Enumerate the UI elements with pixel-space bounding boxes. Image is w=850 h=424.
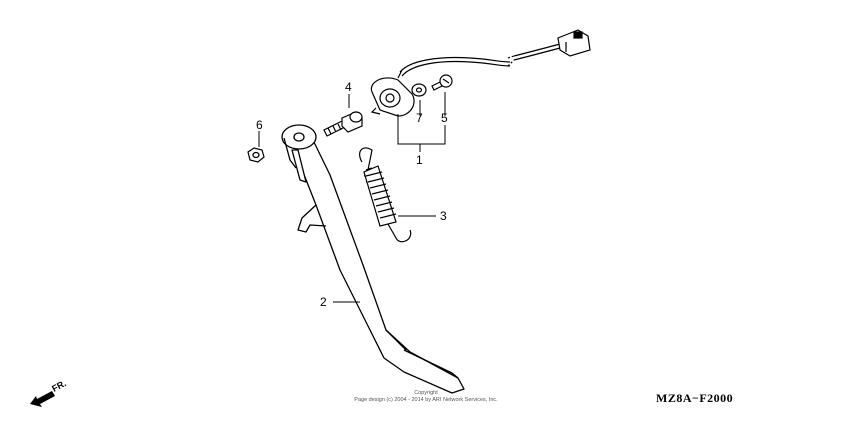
callout-2: 2 — [320, 295, 327, 309]
front-direction-label: FR. — [50, 378, 67, 394]
copyright-line-2: Page design (c) 2004 - 2014 by ARI Netwo… — [354, 397, 498, 403]
callout-7: 7 — [416, 111, 423, 125]
callout-3: 3 — [440, 209, 447, 223]
screw-part-5 — [431, 74, 453, 91]
side-stand-switch-part-1 — [370, 69, 415, 117]
bolt-part-4 — [323, 111, 363, 137]
nut-part-6 — [247, 147, 265, 163]
callout-6: 6 — [256, 118, 263, 132]
callout-1: 1 — [416, 153, 423, 167]
front-direction-arrow: FR. — [30, 378, 68, 407]
side-stand-part-2 — [281, 124, 465, 394]
leader-lines — [258, 92, 446, 303]
spring-part-3 — [359, 147, 412, 243]
callout-4: 4 — [345, 80, 352, 94]
washer-part-7 — [411, 83, 427, 97]
copyright-line-1: Copyright — [414, 390, 438, 396]
switch-connector — [557, 29, 591, 57]
callout-5: 5 — [441, 111, 448, 125]
switch-cable — [399, 43, 561, 77]
diagram-code: MZ8A−F2000 — [656, 391, 733, 405]
